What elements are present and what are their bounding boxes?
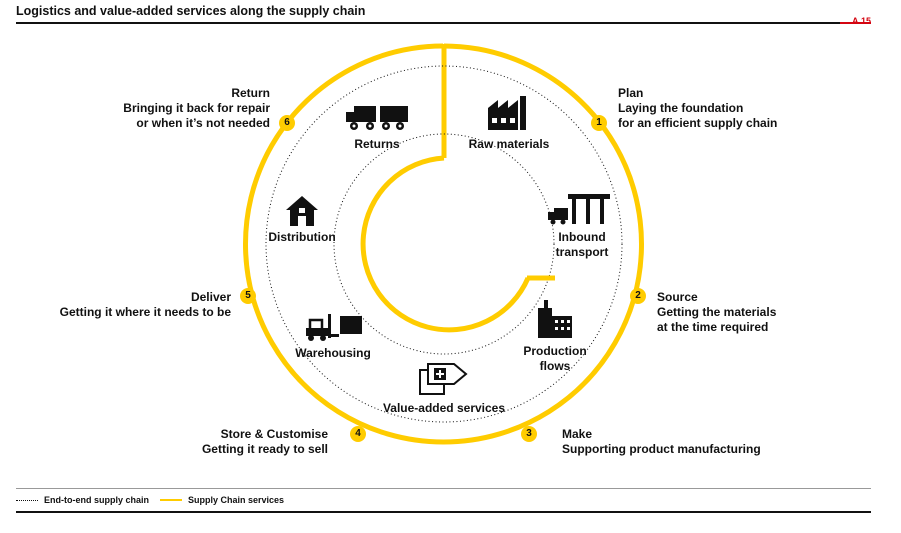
forklift-icon — [306, 314, 362, 341]
stage-desc-line2: or when it’s not needed — [136, 116, 270, 130]
service-production-flows: Production flows — [515, 344, 595, 374]
stage-plan: Plan Laying the foundation for an effici… — [618, 86, 777, 131]
stage-desc-line1: Getting it where it needs to be — [59, 305, 231, 319]
outer-dotted-ring — [265, 65, 623, 423]
bottom-rule — [16, 511, 871, 513]
service-line: Production — [523, 344, 587, 358]
stage-desc-line1: Bringing it back for repair — [123, 101, 270, 115]
legend-end-to-end: End-to-end supply chain — [16, 495, 149, 505]
stage-desc-line2: for an efficient supply chain — [618, 116, 778, 130]
stage-return: Return Bringing it back for repair or wh… — [100, 86, 270, 131]
stage-badge: 1 — [591, 115, 607, 131]
service-distribution: Distribution — [268, 230, 336, 244]
service-warehousing: Warehousing — [295, 346, 371, 360]
legend-rule — [16, 488, 871, 489]
top-rule — [16, 22, 871, 24]
figure-title: Logistics and value-added services along… — [16, 4, 366, 18]
dotted-line-swatch — [16, 499, 38, 501]
stage-deliver: Deliver Getting it where it needs to be — [40, 290, 231, 320]
stage-badge: 2 — [630, 288, 646, 304]
stage-title: Store & Customise — [220, 427, 328, 441]
stage-title: Return — [231, 86, 270, 100]
service-returns: Returns — [354, 137, 400, 151]
trucks-icon — [346, 106, 408, 130]
stage-title: Make — [562, 427, 593, 441]
stage-desc-line1: Laying the foundation — [618, 101, 744, 115]
stage-desc-line2: at the time required — [657, 320, 769, 334]
building-icon — [538, 300, 572, 338]
truck-warehouse-icon — [548, 194, 610, 225]
stage-badge: 6 — [279, 115, 295, 131]
inner-yellow-arc — [360, 155, 531, 333]
figure-id: A.15 — [851, 16, 871, 26]
stage-store-customise: Store & Customise Getting it ready to se… — [190, 427, 328, 457]
service-inbound-transport: Inbound transport — [547, 230, 617, 260]
legend-label: End-to-end supply chain — [44, 495, 149, 505]
stage-title: Source — [657, 290, 698, 304]
service-value-added: Value-added services — [382, 401, 506, 415]
stage-source: Source Getting the materials at the time… — [657, 290, 776, 335]
yellow-line-swatch — [160, 499, 182, 501]
stage-desc-line1: Supporting product manufacturing — [562, 442, 761, 456]
service-line: transport — [555, 245, 609, 259]
stage-badge: 5 — [240, 288, 256, 304]
legend-label: Supply Chain services — [188, 495, 285, 505]
stage-badge: 4 — [350, 426, 366, 442]
tag-icon — [419, 363, 468, 395]
outer-yellow-ring — [243, 43, 644, 445]
house-icon — [286, 196, 318, 226]
stage-title: Deliver — [190, 290, 231, 304]
service-line: Inbound — [558, 230, 606, 244]
service-line: flows — [539, 359, 571, 373]
inner-dotted-ring — [333, 133, 555, 355]
service-raw-materials: Raw materials — [468, 137, 550, 151]
legend-scs: Supply Chain services — [160, 495, 284, 505]
stage-badge: 3 — [521, 426, 537, 442]
factory-icon — [488, 96, 526, 130]
stage-title: Plan — [618, 86, 644, 100]
stage-desc-line1: Getting it ready to sell — [201, 442, 328, 456]
stage-desc-line1: Getting the materials — [657, 305, 777, 319]
stage-make: Make Supporting product manufacturing — [562, 427, 761, 457]
top-rule-accent — [840, 22, 871, 24]
